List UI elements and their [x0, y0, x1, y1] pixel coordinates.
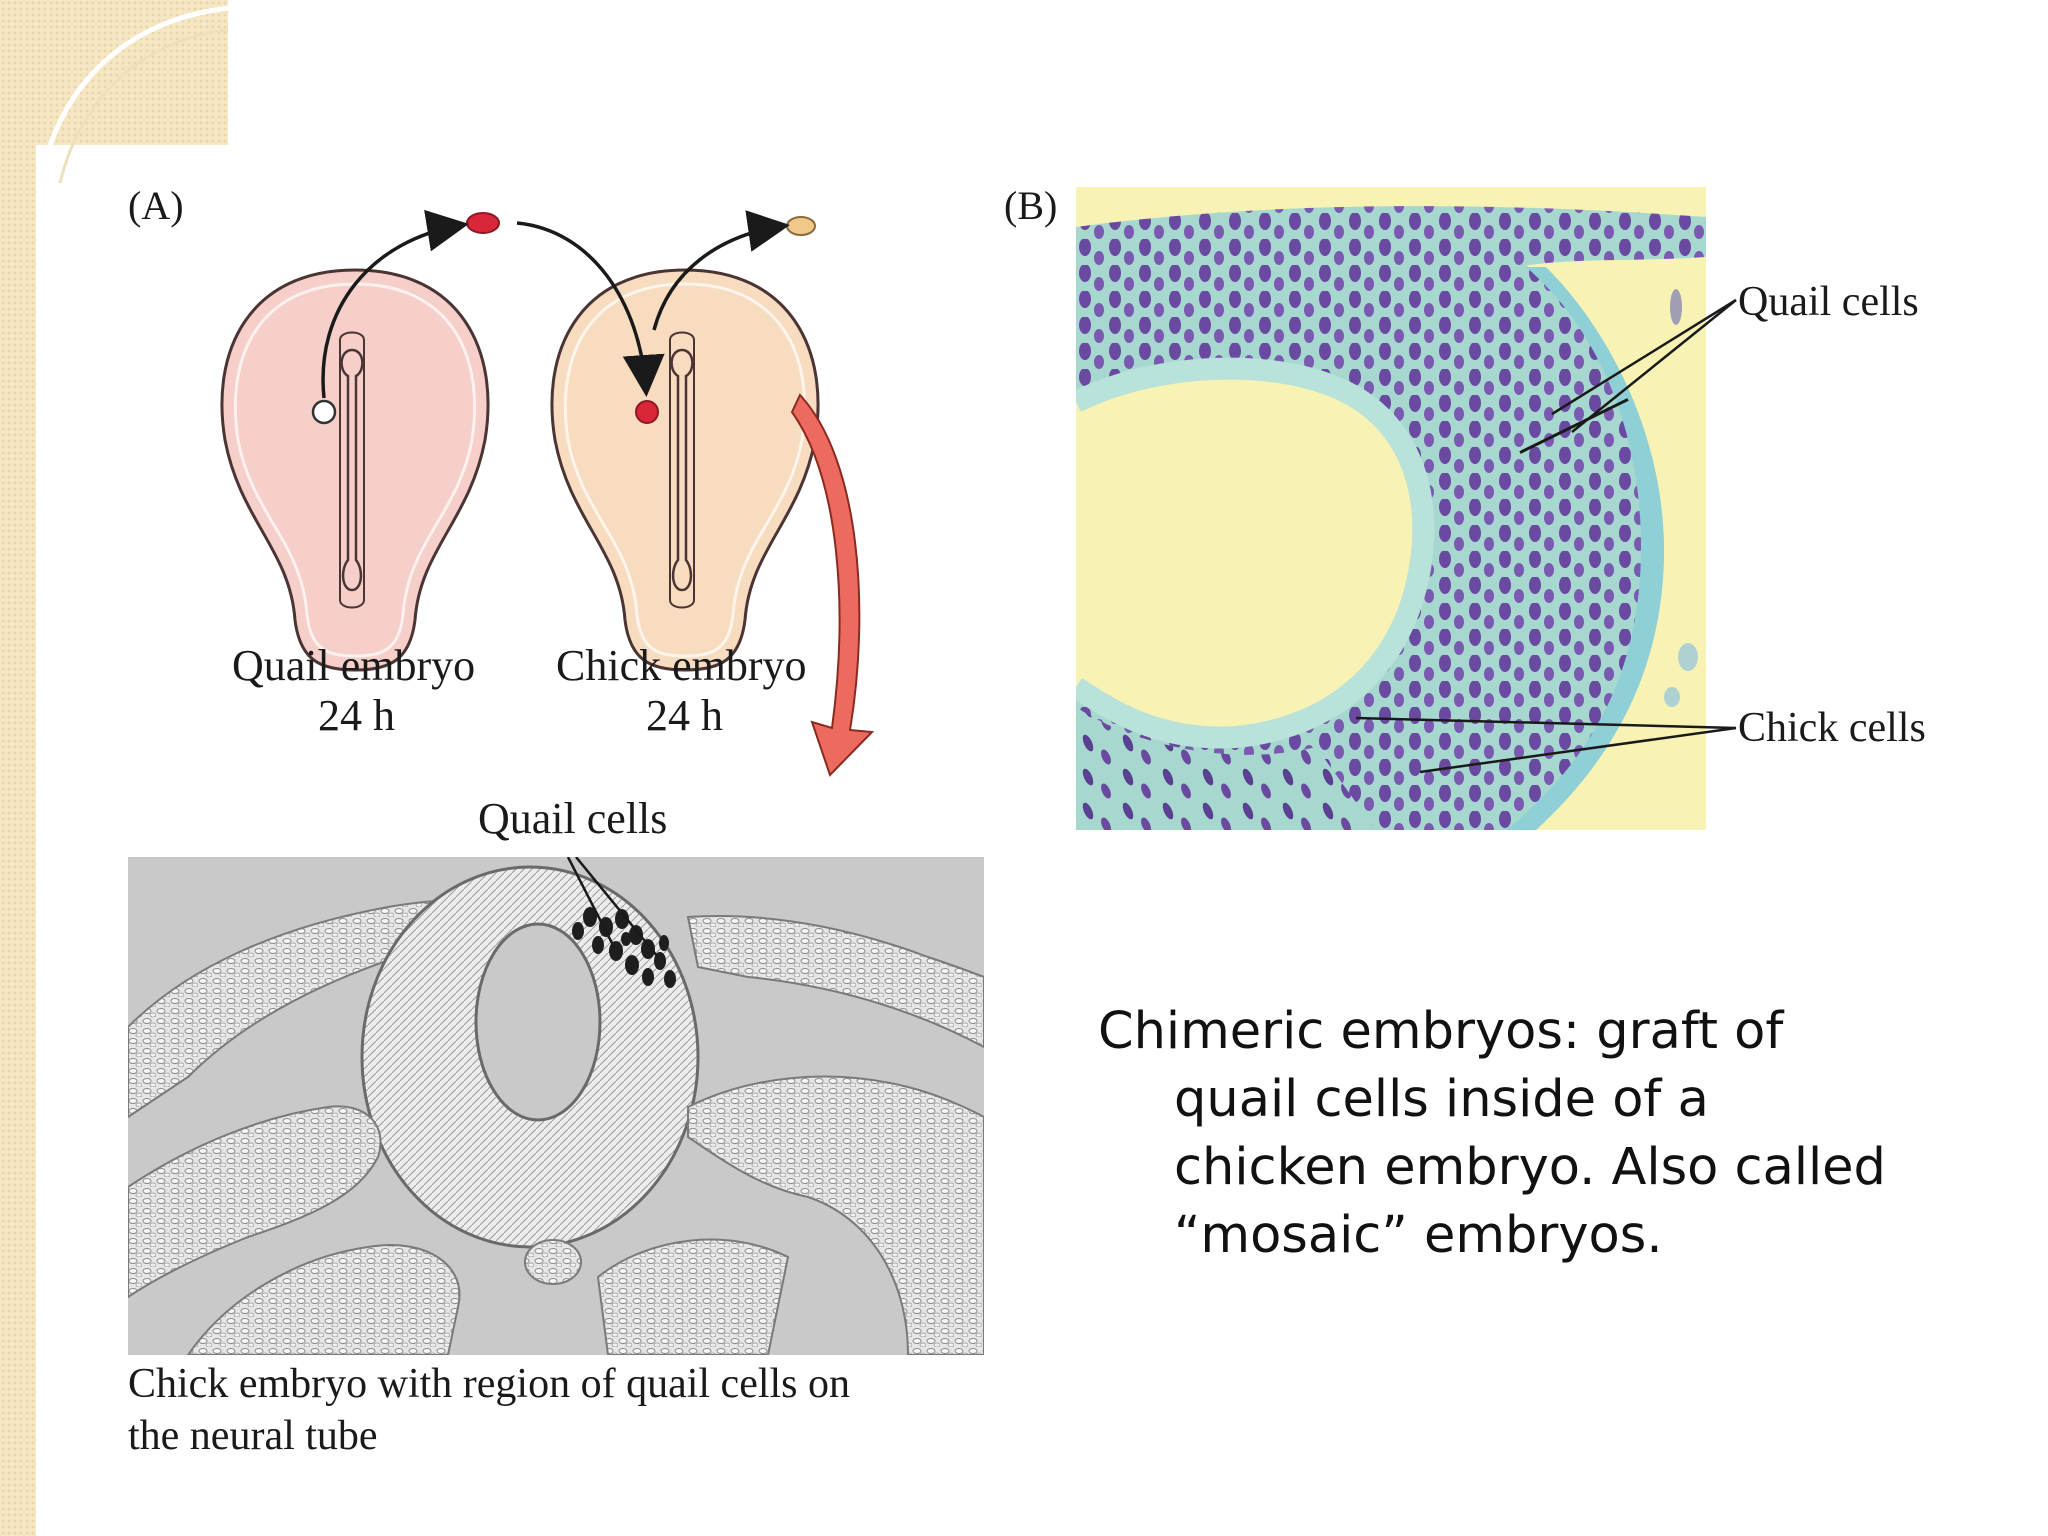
quail-embryo-shape: [220, 268, 490, 672]
stained-section-image: [1076, 187, 1706, 830]
description-text: Chimeric embryos: graft of quail cells i…: [1098, 998, 1998, 1270]
quail-embryo-name: Quail embryo: [232, 641, 476, 690]
corner-arc-ornament: [37, 5, 228, 183]
chick-embryo-name: Chick embryo: [556, 641, 807, 690]
description-line4: “mosaic” embryos.: [1174, 1206, 1663, 1265]
neural-tube-micrograph: [128, 857, 984, 1355]
panel-b-label: (B): [1004, 183, 1058, 228]
arrow-to-section: [790, 393, 875, 777]
panel-a-label: (A): [128, 183, 184, 228]
chick-embryo-shape: [550, 268, 820, 672]
arrow-chick-removal: [652, 210, 790, 331]
arrow-graft-to-chick: [516, 221, 665, 397]
embryo-graft-diagram: [220, 209, 875, 777]
panel-b-chick-label: Chick cells: [1738, 705, 1926, 751]
quail-embryo-age: 24 h: [318, 691, 395, 740]
slide-border-left: [0, 0, 36, 1536]
micrograph-caption-line2: the neural tube: [128, 1413, 378, 1459]
description-line3: chicken embryo. Also called: [1174, 1138, 1886, 1197]
description-line1: Chimeric embryos: graft of: [1098, 1002, 1784, 1061]
chick-embryo-age: 24 h: [646, 691, 723, 740]
description-line2: quail cells inside of a: [1174, 1070, 1709, 1129]
panel-b-quail-label: Quail cells: [1738, 279, 1919, 325]
arrow-quail-to-graft: [321, 209, 469, 399]
micrograph-caption-line1: Chick embryo with region of quail cells …: [128, 1361, 851, 1407]
micrograph-quail-label: Quail cells: [478, 794, 668, 843]
